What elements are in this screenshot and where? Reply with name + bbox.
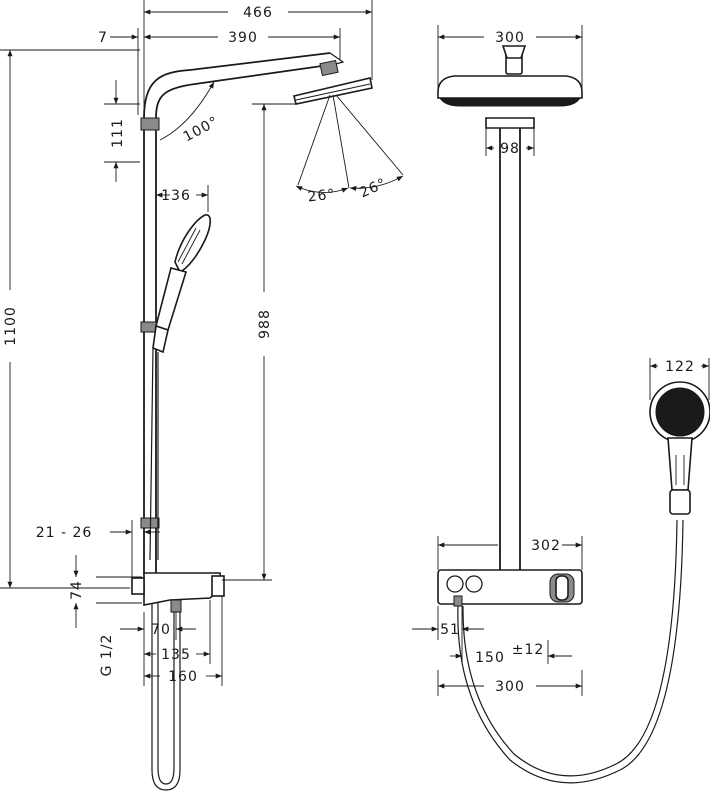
dim-1100: 1100 <box>0 49 140 589</box>
dim-122-label: 122 <box>665 359 695 375</box>
dim-390: 390 <box>144 28 341 60</box>
dim-1100-label: 1100 <box>3 306 19 346</box>
front-hand-shower <box>649 381 710 515</box>
thread-label: G 1/2 <box>99 634 115 677</box>
dim-70-label: 70 <box>151 622 171 638</box>
dim-160: 160 <box>143 596 223 686</box>
front-rail <box>499 128 521 570</box>
dim-100-label: 100° <box>181 114 222 146</box>
side-hand-shower <box>152 214 212 354</box>
dim-466: 466 <box>143 0 373 115</box>
dim-390-label: 390 <box>228 30 258 46</box>
dim-7: 7 <box>98 28 156 115</box>
dim-150-label: 150 <box>475 650 505 666</box>
dim-466-label: 466 <box>243 5 273 21</box>
dim-111-label: 111 <box>110 118 126 148</box>
dim-51: 51 <box>412 606 484 662</box>
side-thermostat <box>131 572 225 613</box>
front-thermostat <box>437 569 583 607</box>
side-shower-head <box>293 59 373 105</box>
dim-122: 122 <box>649 358 710 400</box>
dim-300-head: 300 <box>437 25 583 90</box>
dim-26-left-label: 26° <box>307 187 336 206</box>
dim-21-26-label: 21 - 26 <box>36 525 93 541</box>
dim-70: 70 <box>120 612 196 640</box>
dim-300-span-label: 300 <box>495 679 525 695</box>
dim-988-label: 988 <box>257 309 273 339</box>
dim-74-label: 74 <box>69 580 85 600</box>
dim-21-26: 21 - 26 <box>36 520 160 578</box>
dim-51-label: 51 <box>440 622 460 638</box>
dim-98: 98 <box>485 128 535 157</box>
dim-150-tol-label: ±12 <box>512 642 545 658</box>
dim-302: 302 <box>437 536 583 570</box>
dim-26-right-label: 26° <box>357 175 389 201</box>
side-hose <box>149 347 181 791</box>
front-view: 300 98 122 302 <box>412 25 710 784</box>
side-shower-arm <box>143 52 345 119</box>
dim-300-span: 300 <box>437 670 583 696</box>
front-hose <box>457 519 684 784</box>
dim-150: 150 ±12 <box>450 640 572 666</box>
dim-7-label: 7 <box>98 30 108 46</box>
dim-136-label: 136 <box>161 188 191 204</box>
front-shower-head <box>437 45 583 129</box>
side-view: 466 7 390 111 100° 2 <box>0 0 404 791</box>
dim-135-label: 135 <box>161 647 191 663</box>
spray-angle-lines <box>295 94 404 193</box>
dim-135: 135 <box>144 600 211 664</box>
dim-160-label: 160 <box>168 669 198 685</box>
dim-136: 136 <box>156 185 209 212</box>
dim-300-head-label: 300 <box>495 30 525 46</box>
dim-111: 111 <box>104 80 140 182</box>
dim-98-label: 98 <box>500 141 520 157</box>
dim-74: 74 <box>69 555 142 628</box>
dim-988: 988 <box>222 103 296 581</box>
dim-302-label: 302 <box>531 538 561 554</box>
